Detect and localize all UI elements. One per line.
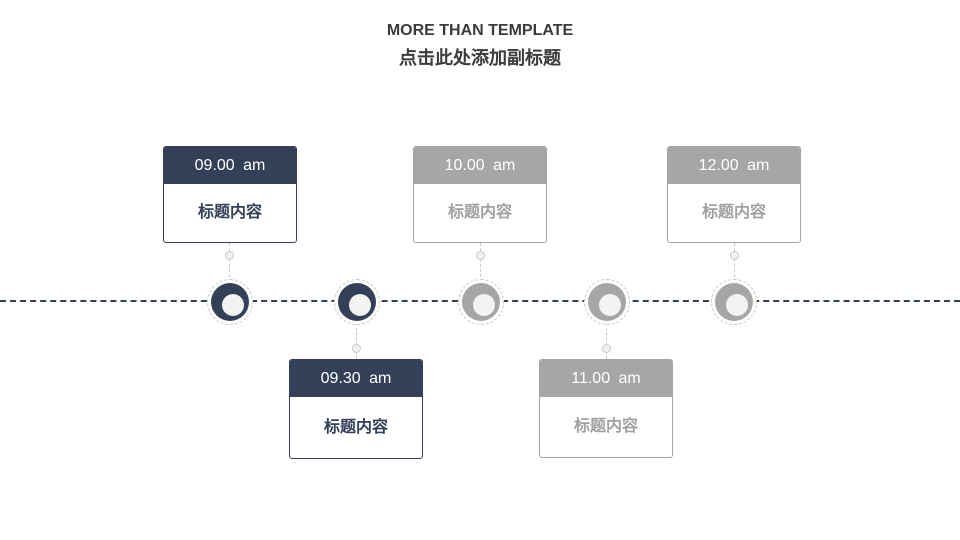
timeline-node-2 [334,279,380,325]
connector-dot [225,251,234,260]
timeline-node-1 [207,279,253,325]
timeline-node-3 [458,279,504,325]
connector-dot [730,251,739,260]
event-time: 09.30 am [290,360,422,397]
connector-dot [476,251,485,260]
event-label: 标题内容 [447,204,512,221]
connector-dot [352,344,361,353]
event-card-4: 11.00 am 标题内容 [539,359,673,458]
event-label: 标题内容 [701,204,766,221]
connector-line [606,323,607,359]
event-time: 12.00 am [668,147,800,184]
connector-line [356,323,357,359]
event-label: 标题内容 [197,204,262,221]
connector-line [480,243,481,277]
event-label: 标题内容 [323,419,388,436]
connector-dot [602,344,611,353]
event-time: 10.00 am [414,147,546,184]
connector-line [229,243,230,277]
event-time: 11.00 am [540,360,672,397]
event-label: 标题内容 [573,418,638,435]
timeline-node-5 [711,279,757,325]
event-card-5: 12.00 am 标题内容 [667,146,801,243]
event-card-2: 09.30 am 标题内容 [289,359,423,459]
event-card-1: 09.00 am 标题内容 [163,146,297,243]
page-subtitle: 点击此处添加副标题 [399,48,561,68]
event-time: 09.00 am [164,147,296,184]
timeline-node-4 [584,279,630,325]
page-title: MORE THAN TEMPLATE [386,22,574,39]
event-card-3: 10.00 am 标题内容 [413,146,547,243]
connector-line [734,243,735,277]
